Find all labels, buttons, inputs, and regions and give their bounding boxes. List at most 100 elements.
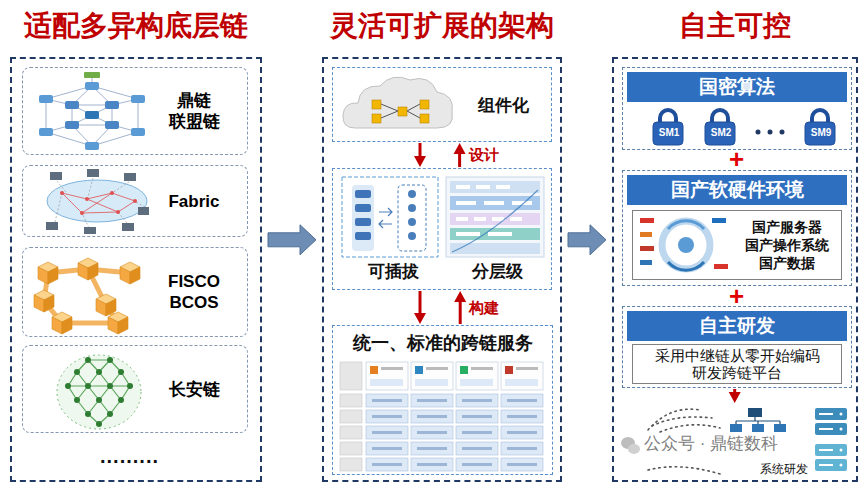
- layered-illustration: [446, 177, 544, 257]
- network-illustration-part: [131, 95, 145, 103]
- service-table-illustration-part: [340, 426, 543, 439]
- development-illustration-part: [648, 467, 720, 474]
- panel-heading: 自主可控: [594, 9, 864, 43]
- node-label: 可插拔: [341, 261, 445, 282]
- service-table-illustration-part: [411, 362, 453, 390]
- fabric-illustration-part: [50, 172, 62, 180]
- chain-box: 鼎链 联盟链: [22, 67, 248, 155]
- chain-box: Fabric: [22, 165, 248, 237]
- flow-arrow: [454, 143, 466, 167]
- arrow-shaft: [459, 301, 462, 324]
- cloud-illustration-part: [343, 77, 453, 128]
- section-box: 国密算法SM1SM2SM9: [622, 67, 852, 150]
- development-illustration-part: [730, 424, 742, 432]
- lattice-illustration-part: [96, 421, 102, 427]
- lattice-illustration: [57, 355, 141, 429]
- layered-illustration-part: [484, 201, 504, 205]
- fabric-illustration-part: [87, 169, 99, 177]
- lock-outline: [800, 106, 840, 146]
- environment-illustration-part: [640, 260, 652, 265]
- edge-label: 设计: [469, 146, 499, 164]
- layered-illustration-part: [474, 217, 486, 221]
- environment-illustration-part: [712, 218, 726, 223]
- lattice-illustration-part: [57, 355, 141, 429]
- service-table-illustration-part: [460, 366, 468, 374]
- service-table-illustration-part: [505, 379, 538, 386]
- pluggable-illustration-part: [352, 185, 374, 251]
- network-illustration-part: [39, 128, 53, 136]
- service-table-illustration-part: [415, 379, 448, 386]
- node-label: 统一、标准的跨链服务: [333, 332, 552, 354]
- lattice-illustration-part: [127, 383, 133, 389]
- pluggable-illustration-part: [342, 177, 438, 257]
- service-table-illustration-part: [426, 367, 448, 370]
- network-illustration-part: [65, 101, 79, 109]
- network-illustration-part: [105, 121, 119, 129]
- fabric-illustration-part: [116, 210, 120, 214]
- development-illustration-part: [815, 408, 847, 420]
- pluggable-illustration-part: [355, 232, 371, 240]
- environment-illustration-part: [640, 218, 654, 223]
- cube-chain-illustration-part: [38, 262, 58, 284]
- environment-illustration-part: [668, 221, 704, 229]
- layered-illustration-part: [450, 243, 540, 254]
- cloud-illustration-part: [398, 107, 407, 116]
- network-illustration-part: [85, 82, 99, 90]
- arrow-head: [454, 291, 466, 302]
- cube-chain-illustration-part: [52, 312, 72, 334]
- section-banner: 国密算法: [627, 72, 847, 102]
- architecture-box: 可插拔分层级: [332, 168, 552, 290]
- service-table-illustration-part: [501, 362, 543, 390]
- node-label: SM1: [648, 127, 690, 139]
- development-illustration-part: [840, 464, 843, 467]
- fabric-illustration-part: [133, 199, 137, 203]
- lattice-illustration-part: [74, 369, 80, 375]
- fabric-illustration-part: [122, 223, 134, 231]
- node-label: 组件化: [461, 94, 545, 115]
- layered-illustration-part: [452, 190, 538, 252]
- lock-outline: [648, 106, 688, 146]
- fabric-illustration-part: [60, 191, 64, 195]
- development-illustration-part: [815, 423, 847, 435]
- lattice-illustration-part: [85, 357, 91, 363]
- lock-icon: SM9: [800, 106, 842, 146]
- development-illustration-part: [840, 428, 843, 431]
- fabric-illustration-part: [62, 193, 135, 213]
- service-table-illustration-part: [340, 442, 543, 455]
- service-table-illustration-part: [460, 379, 493, 386]
- node-label: 长安链: [153, 379, 235, 400]
- arrow-head: [414, 313, 426, 324]
- service-table-illustration-part: [366, 362, 408, 390]
- node-label: SM9: [800, 127, 842, 139]
- flow-arrow: [414, 143, 426, 167]
- pluggable-illustration-part: [408, 204, 416, 212]
- pluggable-illustration-part: [398, 185, 426, 251]
- arrow-shaft: [458, 153, 461, 167]
- development-illustration-part: [819, 464, 833, 466]
- layered-illustration-part: [510, 217, 522, 221]
- environment-illustration-part: [714, 264, 728, 269]
- lattice-illustration-part: [96, 397, 102, 403]
- layered-illustration-part: [450, 213, 540, 225]
- pluggable-illustration-part: [408, 218, 416, 226]
- pluggable-illustration-part: [408, 232, 416, 240]
- development-illustration-part: [819, 449, 833, 451]
- cube-chain-illustration-part: [78, 258, 98, 280]
- flow-arrow: [454, 291, 466, 324]
- cube-chain-illustration-part: [120, 262, 140, 284]
- service-table-illustration-part: [340, 410, 543, 423]
- plus-sign: +: [729, 287, 744, 306]
- text-box: 采用中继链从零开始编码 研发跨链平台: [632, 344, 842, 384]
- lattice-illustration-part: [107, 411, 113, 417]
- lattice-illustration-part: [65, 383, 71, 389]
- fabric-illustration: [46, 169, 149, 234]
- fabric-illustration-part: [80, 211, 84, 215]
- development-illustration-part: [819, 413, 833, 415]
- node-label: 采用中继链从零开始编码 研发跨链平台: [635, 347, 839, 381]
- service-table-illustration-part: [471, 367, 493, 370]
- environment-illustration-part: [640, 246, 654, 251]
- development-illustration-part: [660, 425, 720, 432]
- development-illustration-part: [748, 408, 762, 417]
- cube-chain-illustration-part: [96, 294, 116, 316]
